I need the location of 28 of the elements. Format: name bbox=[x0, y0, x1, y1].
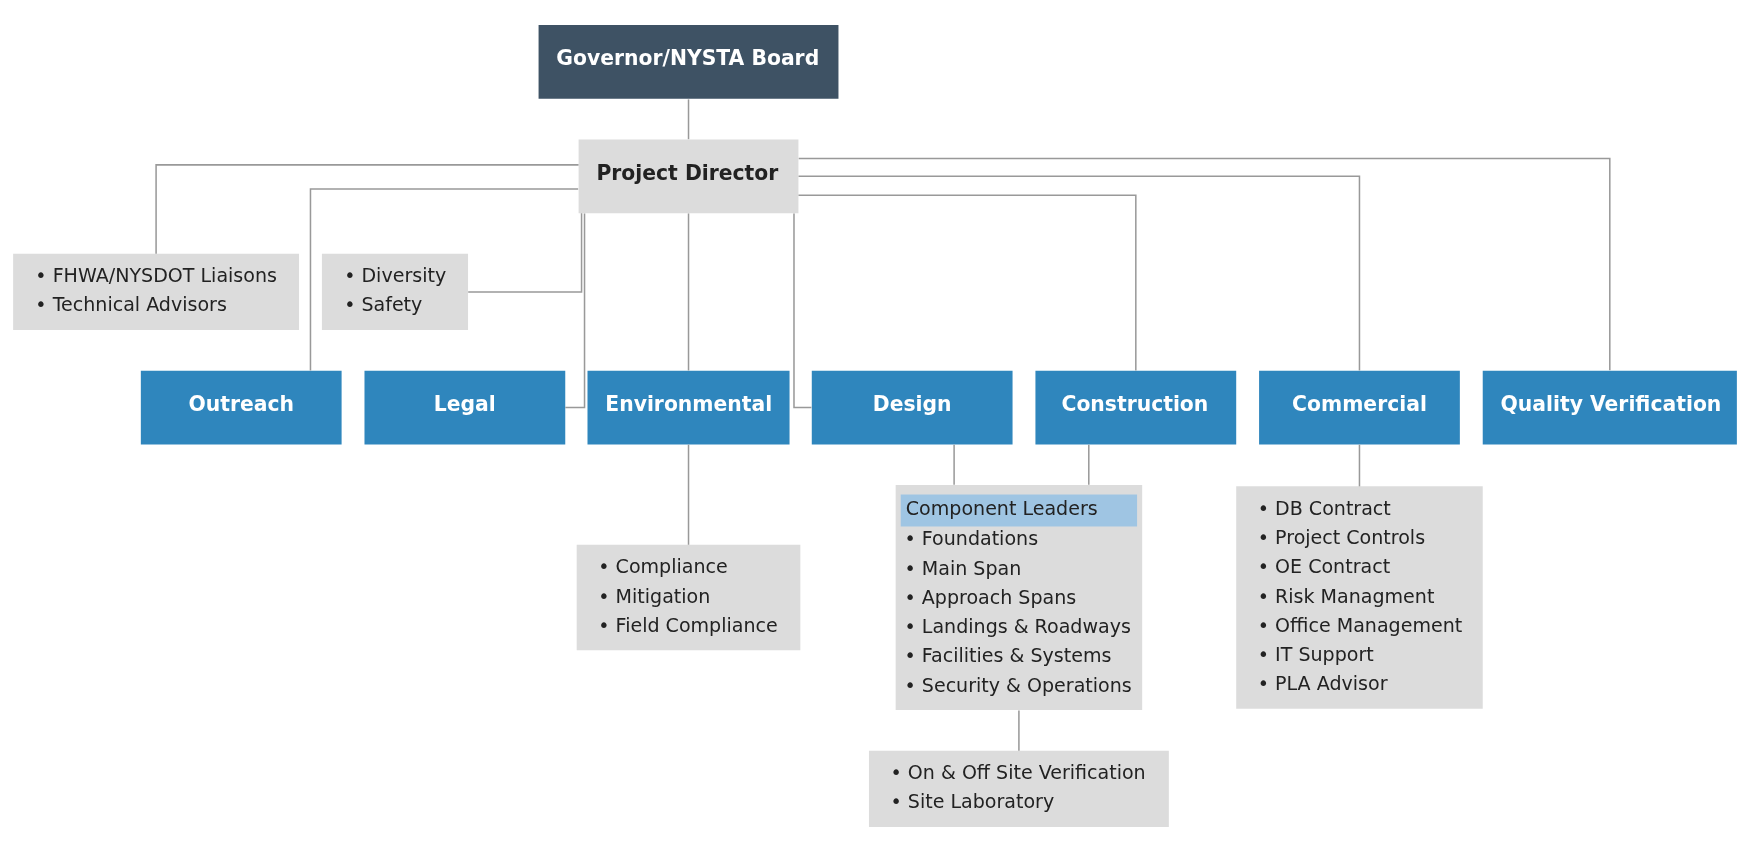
connector bbox=[1358, 443, 1361, 487]
node-box: Construction bbox=[1035, 370, 1237, 444]
connector bbox=[797, 157, 1611, 371]
connector bbox=[155, 163, 580, 255]
node-box: Outreach bbox=[140, 370, 342, 444]
connector bbox=[1088, 443, 1090, 485]
node-box: Commercial bbox=[1259, 370, 1460, 444]
node-box: • DB Contract • Project Controls • OE Contract • Risk Managment • Office Management • IT Support • PLA Advisor bbox=[1236, 485, 1483, 709]
connector bbox=[467, 211, 583, 293]
connector bbox=[687, 98, 690, 140]
node-box: • FHWA/NYSDOT Liaisons • Technical Advisors bbox=[13, 253, 300, 330]
node-box: • On & Off Site Verification • Site Laboratory bbox=[868, 750, 1169, 827]
node-box: Quality Verification bbox=[1482, 370, 1737, 444]
connector bbox=[687, 212, 690, 371]
connector bbox=[687, 443, 690, 545]
node-box: Environmental bbox=[587, 370, 790, 444]
connector bbox=[797, 194, 1137, 371]
node-box: • Compliance • Mitigation • Field Compliance bbox=[576, 544, 801, 650]
node-box: Governor/NYSTA Board bbox=[538, 24, 839, 99]
node-box: Legal bbox=[364, 370, 566, 444]
node-box: Design bbox=[811, 370, 1013, 444]
connector bbox=[1018, 709, 1020, 751]
node-box: Project Director bbox=[578, 138, 799, 213]
connector bbox=[797, 175, 1361, 371]
node-box: Component Leaders • Foundations • Main Span • Approach Spans • Landings & Roadways • Facilities & Systems • Security & Operations bbox=[895, 484, 1143, 710]
node-box: • Diversity • Safety bbox=[321, 253, 469, 330]
connector bbox=[953, 443, 955, 485]
connector bbox=[309, 187, 579, 371]
